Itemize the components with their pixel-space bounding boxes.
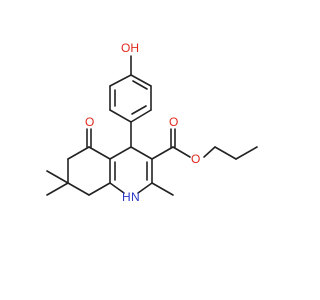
cyclohexanone-ring: [67, 146, 111, 196]
bond: [172, 146, 191, 158]
double-bond: [131, 105, 147, 115]
dihydropyridine-ring: [109, 146, 153, 194]
bond: [67, 182, 90, 196]
bond: [151, 182, 174, 196]
bond: [46, 182, 69, 196]
bond: [88, 182, 111, 196]
nitrogen-label: N: [131, 190, 140, 204]
bond: [130, 146, 153, 160]
ketone-oxygen-label: O: [85, 115, 94, 129]
bond: [67, 146, 90, 160]
bond: [130, 109, 152, 123]
ester-oxygen-label: O: [191, 152, 200, 166]
bond: [109, 109, 132, 123]
bond: [137, 182, 153, 194]
double-bond: [132, 80, 148, 90]
bond: [151, 146, 174, 160]
bond: [109, 74, 132, 87]
bond: [46, 170, 69, 184]
bond: [130, 74, 152, 87]
bond: [235, 146, 258, 160]
hydroxyl-label: OH: [121, 41, 139, 55]
bond: [214, 146, 237, 160]
bond: [203, 146, 216, 158]
phenol-ring: [109, 74, 152, 123]
bond: [109, 146, 132, 160]
carbonyl-oxygen-label: O: [169, 115, 178, 129]
molecule-structure: OH O H N O O: [46, 41, 258, 204]
bond: [109, 182, 125, 194]
nitrogen-h-label: H: [122, 190, 131, 204]
bond: [88, 146, 111, 160]
